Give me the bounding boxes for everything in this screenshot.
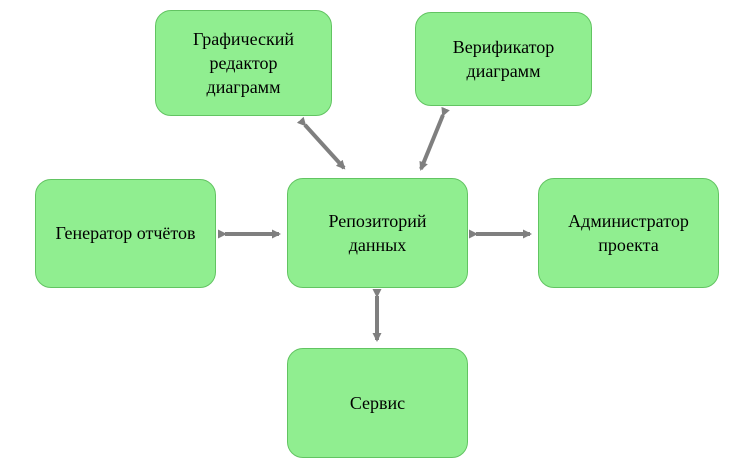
- node-administrator-label: Администратор проекта: [568, 210, 689, 255]
- node-repository: Репозиторий данных: [287, 178, 468, 288]
- arrow-verifier-repository: [419, 106, 450, 171]
- node-service-label: Сервис: [349, 392, 406, 413]
- node-graphic-editor-label: Графический редактор диаграмм: [192, 28, 295, 98]
- node-verifier: Верификатор диаграмм: [415, 12, 592, 106]
- node-report-generator: Генератор отчётов: [35, 179, 216, 288]
- node-service: Сервис: [287, 348, 468, 458]
- arrow-graphic-editor-repository: [296, 116, 346, 170]
- node-graphic-editor: Графический редактор диаграмм: [155, 10, 332, 116]
- node-administrator: Администратор проекта: [538, 178, 719, 288]
- node-verifier-label: Верификатор диаграмм: [452, 36, 555, 81]
- node-report-generator-label: Генератор отчётов: [55, 223, 196, 244]
- node-repository-label: Репозиторий данных: [328, 210, 427, 255]
